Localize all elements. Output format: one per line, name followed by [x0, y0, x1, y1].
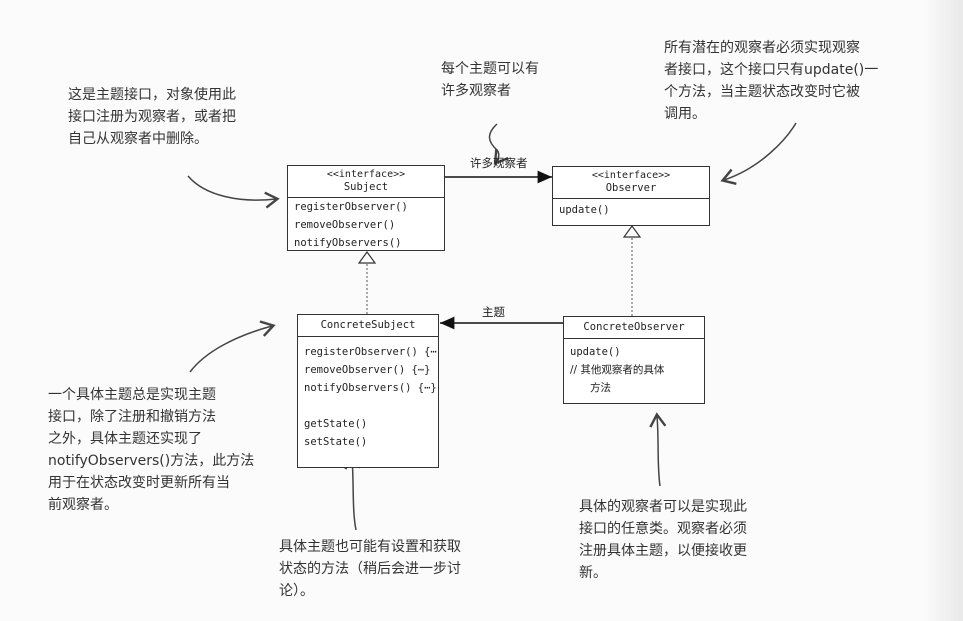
- observer-name: Observer: [605, 182, 657, 194]
- hand-arrow-state-note: [344, 454, 362, 531]
- concrete-observer-comment: 方法: [590, 382, 611, 394]
- observer-method: update(): [559, 204, 610, 216]
- observer-stereotype: <<interface>>: [591, 170, 671, 181]
- concrete-observer-name: ConcreteObserver: [564, 317, 704, 339]
- subject-name: Subject: [343, 181, 389, 193]
- subject-header: <<interface>> Subject: [288, 166, 444, 198]
- observer-header: <<interface>> Observer: [553, 167, 709, 199]
- concrete-subject-method: notifyObservers() {⋯}: [304, 382, 437, 394]
- subject-method: notifyObservers(): [294, 237, 402, 249]
- relation-label-many-observers: 许多观察者: [470, 156, 528, 170]
- subject-method: registerObserver(): [294, 201, 408, 213]
- relation-label-subject: 主题: [482, 305, 505, 319]
- note-observer-interface: 所有潜在的观察者必须实现观察 者接口，这个接口只有update()一 个方法，当…: [664, 40, 879, 122]
- concrete-observer-comment: // 其他观察者的具体: [570, 364, 665, 376]
- concrete-subject-method: registerObserver() {⋯: [304, 346, 437, 358]
- concrete-subject-method: setState(): [304, 436, 368, 448]
- hand-arrow-many-note: [488, 123, 509, 166]
- concrete-observer-box: ConcreteObserver update() // 其他观察者的具体 方法: [563, 316, 705, 404]
- page-edge-shadow: [923, 0, 963, 621]
- subject-method: removeObserver(): [294, 219, 396, 231]
- note-concrete-subject: 一个具体主题总是实现主题 接口，除了注册和撤销方法 之外，具体主题还实现了 no…: [48, 387, 255, 513]
- concrete-observer-method: update(): [570, 346, 621, 358]
- note-state-methods: 具体主题也可能有设置和获取 状态的方法（稍后会进一步讨 论）。: [279, 539, 461, 599]
- hand-arrow-observer-note: [720, 122, 797, 185]
- concrete-subject-method: removeObserver() {⋯}: [304, 364, 431, 376]
- subject-interface-box: <<interface>> Subject registerObserver()…: [287, 165, 445, 251]
- realization-triangle-subject: [357, 250, 377, 264]
- observer-interface-box: <<interface>> Observer update(): [552, 166, 710, 226]
- subject-stereotype: <<interface>>: [326, 169, 406, 180]
- note-concrete-observer: 具体的观察者可以是实现此 接口的任意类。观察者必须 注册具体主题，以便接收更 新…: [579, 499, 747, 581]
- realization-triangle-observer: [622, 224, 642, 238]
- note-many-observers: 每个主题可以有 许多观察者: [441, 61, 539, 99]
- concrete-subject-name: ConcreteSubject: [298, 315, 438, 337]
- concrete-subject-method: getState(): [304, 418, 368, 430]
- hand-arrow-concrete-subject-note: [189, 320, 276, 373]
- concrete-subject-box: ConcreteSubject registerObserver() {⋯ re…: [297, 314, 439, 468]
- hand-arrow-concrete-observer-note: [649, 412, 667, 487]
- note-subject-interface: 这是主题接口，对象使用此 接口注册为观察者，或者把 自己从观察者中删除。: [68, 87, 236, 147]
- hand-arrow-subject-note: [187, 175, 280, 209]
